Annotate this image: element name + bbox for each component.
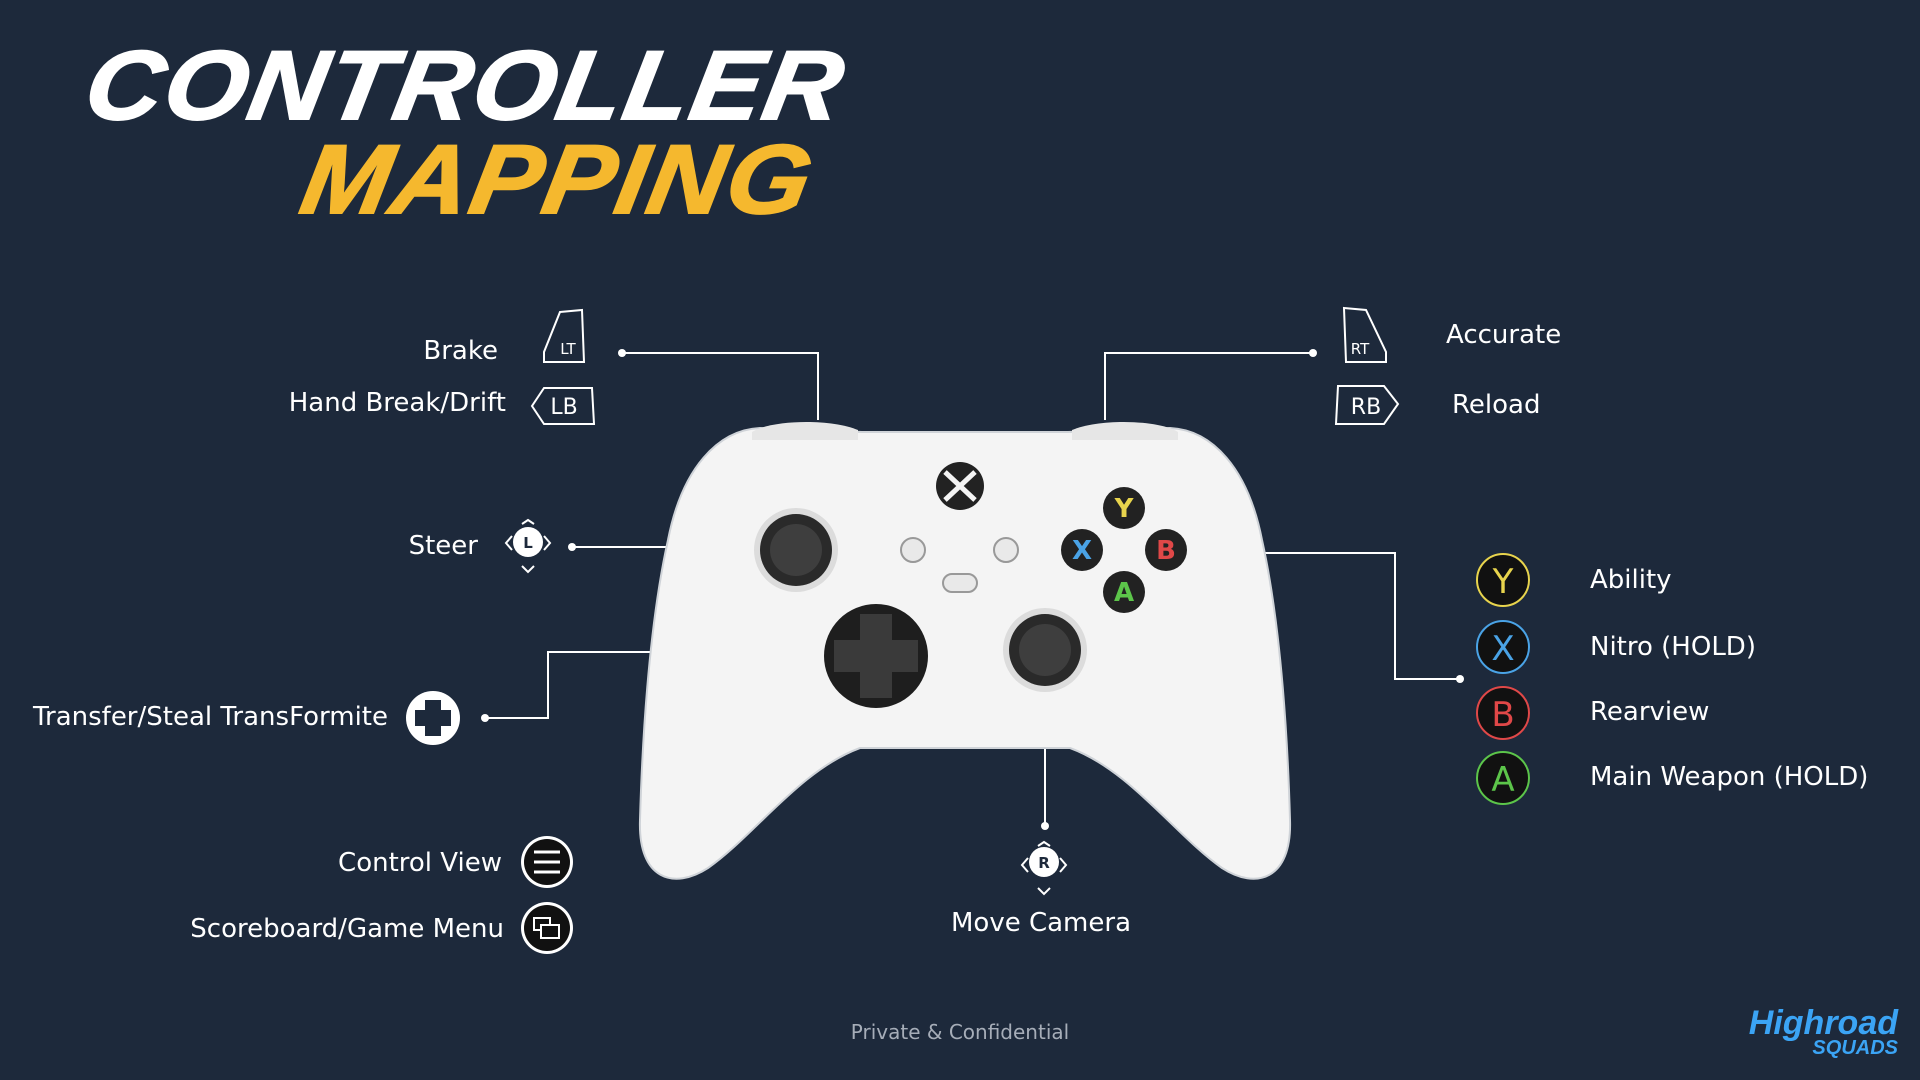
svg-text:A: A (1491, 760, 1514, 800)
svg-text:R: R (1038, 854, 1050, 872)
l-stick-icon: L (506, 520, 550, 572)
face-a-glyph: A (1114, 578, 1134, 608)
label-move-camera: Move Camera (900, 908, 1182, 938)
logo-line1: Highroad (1738, 1008, 1898, 1039)
svg-text:LB: LB (550, 395, 577, 420)
svg-text:L: L (523, 534, 533, 552)
label-accurate: Accurate (1446, 320, 1561, 350)
label-brake: Brake (300, 336, 498, 366)
svg-text:B: B (1491, 695, 1514, 735)
rb-icon: RB (1336, 386, 1398, 424)
face-b-glyph: B (1156, 536, 1176, 566)
dpad (824, 604, 928, 708)
menu-button (994, 538, 1018, 562)
label-reload: Reload (1452, 390, 1540, 420)
right-stick (1003, 608, 1087, 692)
view-button (901, 538, 925, 562)
face-x-glyph: X (1072, 536, 1092, 566)
lb-icon: LB (532, 388, 594, 424)
label-control-view: Control View (200, 848, 502, 878)
menu-icon (521, 836, 573, 888)
label-transfer: Transfer/Steal TransFormite (20, 702, 388, 732)
label-scoreboard: Scoreboard/Game Menu (100, 914, 504, 944)
svg-text:X: X (1491, 629, 1514, 669)
label-nitro: Nitro (HOLD) (1590, 632, 1756, 662)
legend-b-icon: B (1477, 687, 1529, 739)
left-stick (754, 508, 838, 592)
legend-y-icon: Y (1477, 554, 1529, 606)
label-rearview: Rearview (1590, 697, 1709, 727)
label-steer: Steer (300, 531, 478, 561)
xbox-logo-icon (936, 462, 984, 510)
label-main-weapon: Main Weapon (HOLD) (1590, 762, 1868, 792)
footer-confidential: Private & Confidential (0, 1020, 1920, 1044)
svg-text:RT: RT (1351, 340, 1370, 358)
r-stick-icon: R (1022, 842, 1066, 894)
highroad-squads-logo: Highroad SQUADS (1738, 1008, 1898, 1057)
view-icon (521, 902, 573, 954)
lt-icon: LT (544, 310, 584, 362)
svg-text:Y: Y (1492, 562, 1514, 602)
legend-a-icon: A (1477, 752, 1529, 804)
rt-icon: RT (1344, 308, 1386, 362)
label-ability: Ability (1590, 565, 1672, 595)
connector-rt (1105, 353, 1313, 420)
dpad-icon (406, 691, 460, 745)
face-y-glyph: Y (1114, 494, 1135, 524)
connector-lt (622, 353, 818, 420)
legend-x-icon: X (1477, 621, 1529, 673)
share-button (943, 574, 977, 592)
svg-text:RB: RB (1351, 395, 1381, 420)
svg-text:LT: LT (560, 340, 576, 358)
label-hand-break: Hand Break/Drift (200, 388, 506, 418)
